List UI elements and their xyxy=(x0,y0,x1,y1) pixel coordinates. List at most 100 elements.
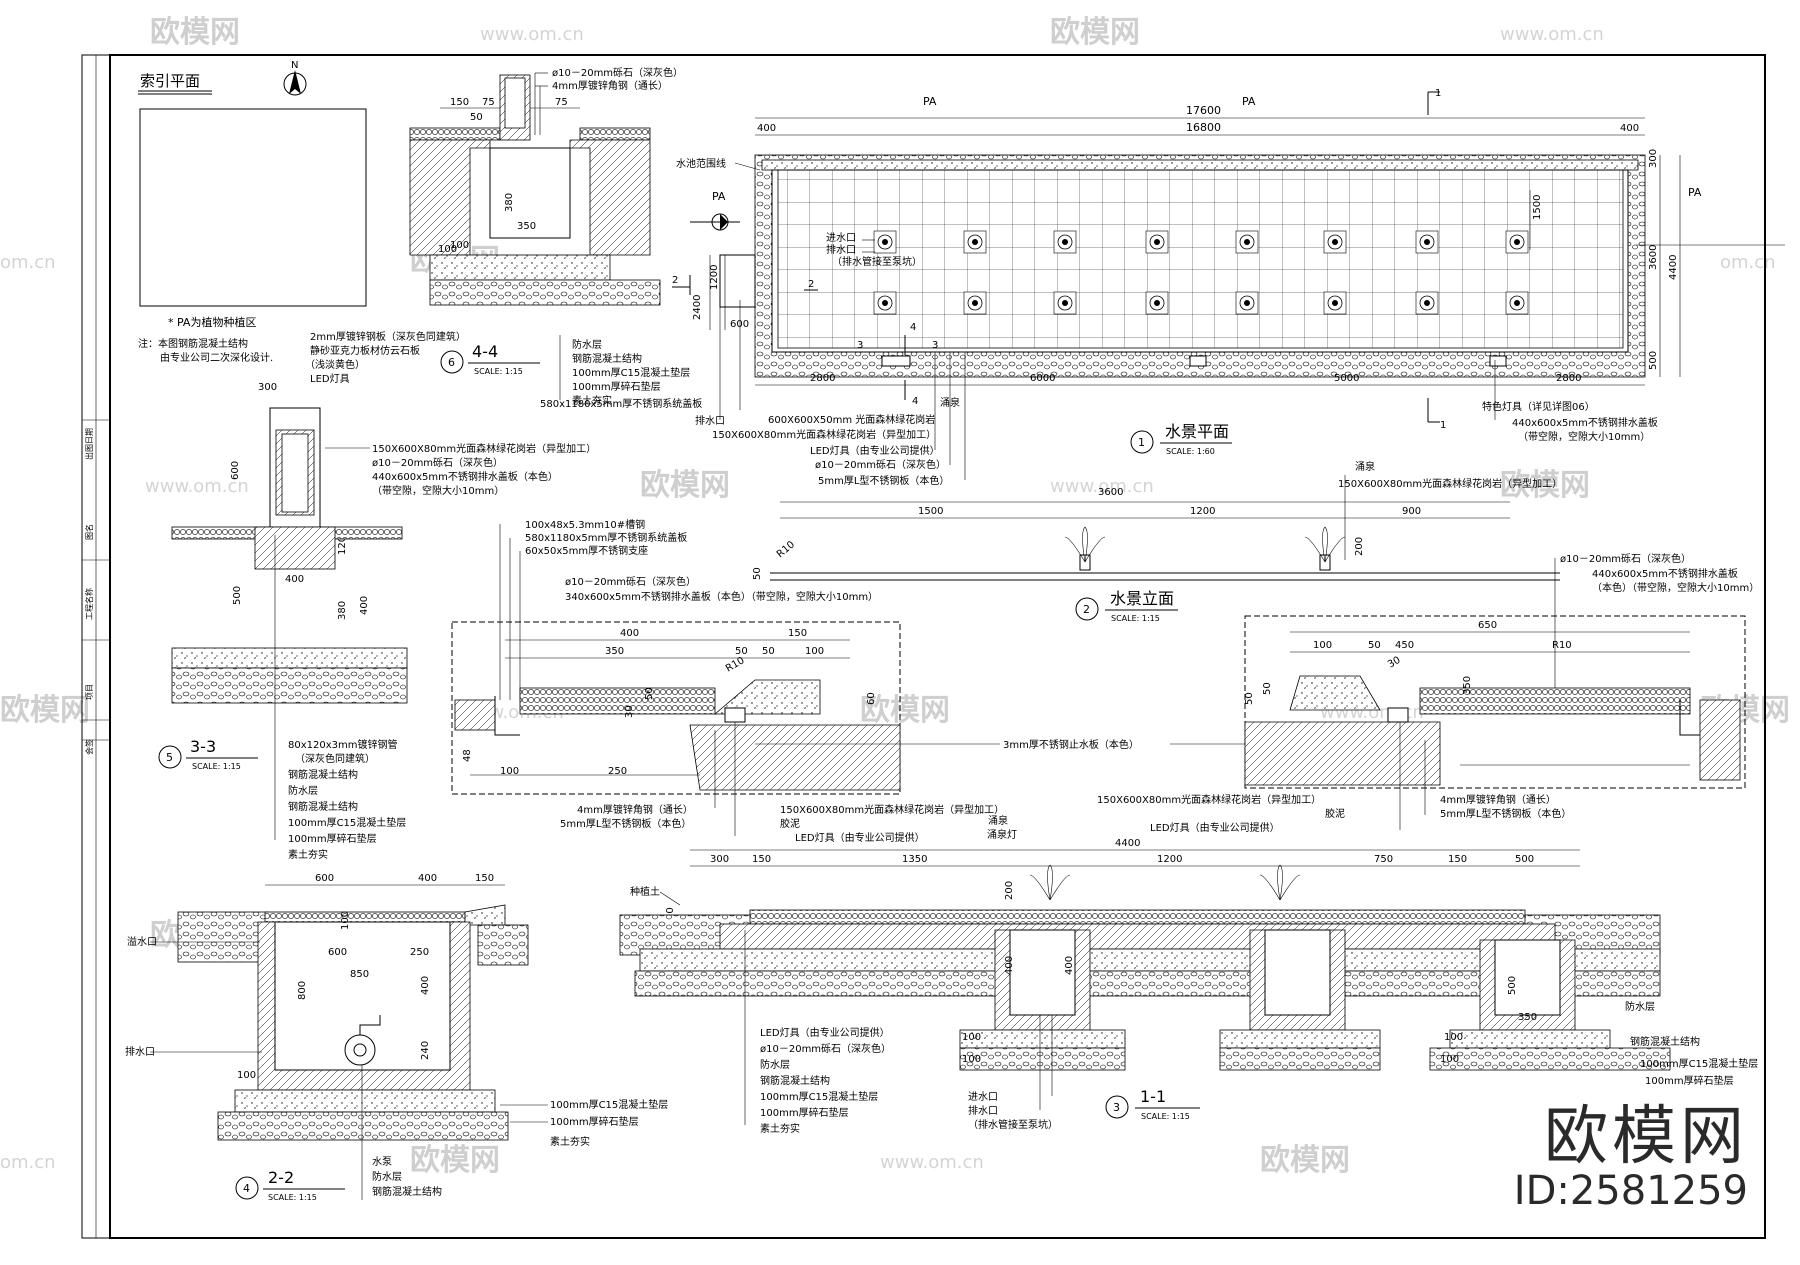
fountain-head-icon xyxy=(1323,291,1347,315)
callout: （排水管接至泵坑） xyxy=(968,1118,1058,1131)
section-3-3: 300 600 120 150X600X80mm光面森林绿花岗岩（异型加工） ø… xyxy=(158,382,596,861)
svg-text:3: 3 xyxy=(932,340,938,351)
section-title: 3-3 xyxy=(190,737,216,756)
svg-text:R10: R10 xyxy=(775,539,797,560)
svg-text:350: 350 xyxy=(517,221,536,232)
callout: LED灯具（由专业公司提供） xyxy=(760,1026,890,1039)
edge-detail-left: 100x48x5.3mm10#槽钢 580x1180x5mm厚不锈钢系统盖板 6… xyxy=(451,518,1410,844)
svg-text:2: 2 xyxy=(672,275,678,286)
svg-text:16800: 16800 xyxy=(1186,121,1221,134)
callout: 涌泉 xyxy=(940,396,960,409)
detail-frame xyxy=(1244,615,1746,789)
svg-text:75: 75 xyxy=(555,97,568,108)
fountain-head-icon xyxy=(1235,230,1259,254)
svg-text:100: 100 xyxy=(450,240,469,251)
svg-text:6000: 6000 xyxy=(1030,373,1055,384)
watermark-brand: 欧模网 xyxy=(410,1143,500,1178)
callout: 钢筋混凝土结构 xyxy=(1630,1035,1700,1048)
index-plan-frame xyxy=(139,108,367,307)
svg-text:750: 750 xyxy=(1374,854,1393,865)
callout: 排水口 xyxy=(125,1045,155,1058)
section-1-1: 涌泉 涌泉灯 4400 300 150 1350 1200 750 150 50… xyxy=(619,814,1758,1135)
svg-text:2: 2 xyxy=(808,279,814,290)
index-plan: 索引平面 N * PA为植物种植区 注：本图钢筋混凝土结构 由专业公司二次深化设… xyxy=(138,60,367,364)
callout: 440x600x5mm不锈钢排水盖板 xyxy=(1512,416,1658,429)
pump-icon xyxy=(344,1015,381,1066)
title-block-label: 工程名称 xyxy=(84,588,94,620)
callout: 5mm厚L型不锈钢板（本色） xyxy=(1440,807,1571,820)
svg-text:150: 150 xyxy=(475,873,494,884)
callout: 100mm厚碎石垫层 xyxy=(288,832,377,845)
fountain-heads xyxy=(873,230,1529,315)
watermark-brand: 欧模网 xyxy=(1050,15,1140,50)
water-feature-plan: PA PA 17600 16800 400 400 1 水池范围线 PA 2 xyxy=(540,88,1785,487)
svg-text:1200: 1200 xyxy=(1157,854,1182,865)
svg-text:1500: 1500 xyxy=(1532,195,1543,220)
callout: LED灯具 xyxy=(310,373,350,385)
title-block-label: 图名 xyxy=(84,524,94,540)
callout: （本色）（带空隙，空隙大小10mm） xyxy=(1592,581,1759,594)
callout: 钢筋混凝土结构 xyxy=(572,352,642,365)
north-label: N xyxy=(291,60,298,71)
fountain-head-icon xyxy=(1415,230,1439,254)
svg-text:SCALE: 1:15: SCALE: 1:15 xyxy=(192,762,241,771)
svg-text:1500: 1500 xyxy=(918,506,943,517)
index-title: 索引平面 xyxy=(140,72,200,90)
svg-text:200: 200 xyxy=(1354,537,1365,556)
callout: 防水层 xyxy=(372,1170,402,1183)
watermark-edge: om.cn xyxy=(0,1152,56,1173)
svg-text:PA: PA xyxy=(1688,186,1702,199)
svg-text:600: 600 xyxy=(328,947,347,958)
fountain-head-icon xyxy=(1415,291,1439,315)
elevation-title: 水景立面 xyxy=(1110,589,1174,608)
svg-text:400: 400 xyxy=(285,574,304,585)
svg-text:SCALE: 1:15: SCALE: 1:15 xyxy=(1141,1112,1190,1121)
svg-text:300: 300 xyxy=(710,854,729,865)
svg-text:100: 100 xyxy=(438,244,457,255)
fountain-head-icon xyxy=(963,291,987,315)
callout: 进水口 xyxy=(826,232,856,244)
callout: 特色灯具（详见详图06） xyxy=(1482,400,1595,413)
watermark-url: www.om.cn xyxy=(880,1152,984,1173)
callout: 排水口 xyxy=(968,1104,998,1117)
section-2-2: 600 400 150 100 600 250 850 800 400 240 … xyxy=(125,873,668,1202)
callout: 2mm厚镀锌钢板（深灰色同建筑） xyxy=(310,330,466,343)
callout: 150X600X80mm光面森林绿花岗岩（异型加工） xyxy=(712,428,936,441)
callout: 钢筋混凝土结构 xyxy=(288,800,358,813)
svg-text:2800: 2800 xyxy=(810,373,835,384)
led-light-icon xyxy=(1387,707,1409,723)
callout: 胶泥 xyxy=(780,817,800,830)
callout: 150X600X80mm光面森林绿花岗岩（异型加工） xyxy=(1338,477,1562,490)
svg-text:380: 380 xyxy=(504,193,515,212)
svg-text:R10: R10 xyxy=(1552,640,1572,651)
svg-text:850: 850 xyxy=(350,969,369,980)
callout: 排水口 xyxy=(826,243,856,256)
callout: （浅淡黄色） xyxy=(305,358,365,371)
svg-text:600: 600 xyxy=(315,873,334,884)
svg-text:SCALE: 1:15: SCALE: 1:15 xyxy=(268,1193,317,1202)
title-block-label: 项目 xyxy=(85,684,94,700)
callout: 水泵 xyxy=(372,1156,392,1168)
svg-text:500: 500 xyxy=(1515,854,1534,865)
fountain-spray-icon xyxy=(1304,526,1346,571)
fountain-head-icon xyxy=(873,230,897,254)
svg-text:250: 250 xyxy=(608,766,627,777)
svg-text:150: 150 xyxy=(788,628,807,639)
section-title: 1-1 xyxy=(1140,1087,1166,1106)
svg-text:1350: 1350 xyxy=(902,854,927,865)
callout: （带空隙，空隙大小10mm） xyxy=(1518,430,1650,443)
watermark-edge: om.cn xyxy=(0,252,56,273)
svg-text:30: 30 xyxy=(624,705,635,718)
watermark-brand: 欧模网 xyxy=(640,468,730,503)
callout: 防水层 xyxy=(572,338,602,351)
callout: 进水口 xyxy=(968,1091,998,1103)
svg-text:60: 60 xyxy=(866,692,877,705)
svg-text:100: 100 xyxy=(805,646,824,657)
callout: 150X600X80mm光面森林绿花岗岩（异型加工） xyxy=(372,442,596,455)
svg-text:100: 100 xyxy=(962,1032,981,1043)
fountain-head-icon xyxy=(1323,230,1347,254)
fountain-spray-icon xyxy=(1029,864,1071,901)
callout: 60x50x5mm厚不锈钢支座 xyxy=(525,544,648,557)
watermark-url: www.om.cn xyxy=(480,24,584,45)
svg-text:涌泉: 涌泉 xyxy=(988,814,1008,827)
